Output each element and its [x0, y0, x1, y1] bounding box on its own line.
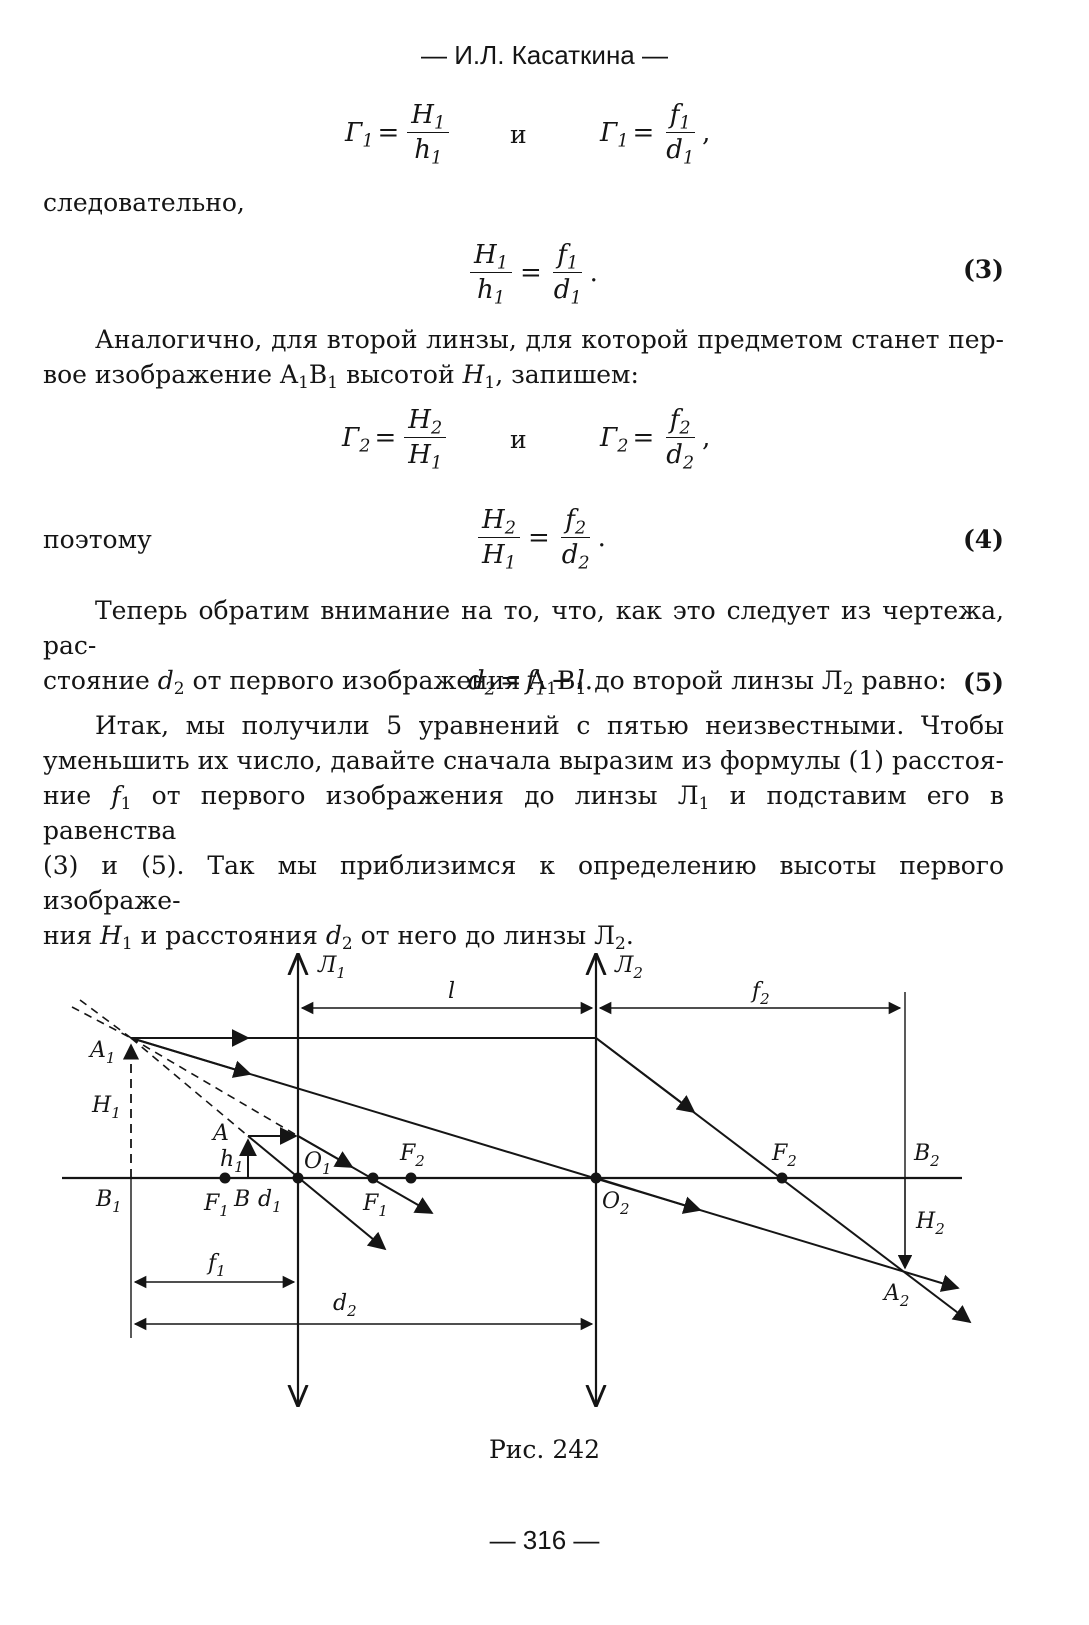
conjunction-and-2: и [510, 425, 527, 454]
label-b2: B2 [913, 1141, 940, 1170]
text-hence: следовательно, [43, 188, 245, 217]
ray-through-o2-arrow2 [595, 1177, 702, 1214]
label-o2: O2 [602, 1189, 630, 1218]
label-a1: A1 [88, 1038, 115, 1067]
point-f1-right [367, 1172, 379, 1184]
label-l: l [448, 979, 455, 1004]
text-therefore: поэтому [43, 525, 152, 554]
equation-number-3: (3) [962, 255, 1004, 284]
equation-number-5: (5) [962, 668, 1004, 697]
label-f2-dim: f2 [750, 979, 770, 1008]
label-o1: O1 [304, 1149, 332, 1178]
label-f2-left: F2 [399, 1141, 425, 1170]
dashed-ray-1 [71, 1006, 132, 1039]
ray-after-lens2-mid [595, 1037, 696, 1114]
ray-through-o2 [130, 1037, 960, 1292]
label-f1-right: F1 [362, 1191, 388, 1220]
ray-through-o2-arrow [130, 1037, 252, 1078]
paragraph-analogous: Аналогично, для второй линзы, для которо… [43, 325, 1004, 394]
label-f1-left: F1 [203, 1191, 229, 1220]
label-b: B [233, 1187, 250, 1212]
ray-lens1-b [247, 1135, 387, 1251]
label-a: A [211, 1121, 229, 1146]
label-lens-1: Л1 [317, 953, 346, 982]
label-lens-2: Л2 [614, 953, 643, 982]
label-h1-small: h1 [220, 1147, 244, 1176]
label-d1: d1 [258, 1187, 282, 1216]
label-d2-dim: d2 [333, 1291, 357, 1320]
page-number: — 316 — [489, 1525, 600, 1555]
label-f2-right: F2 [771, 1141, 797, 1170]
label-b1: B1 [95, 1187, 122, 1216]
label-h2: H2 [915, 1209, 945, 1238]
paragraph-distance: Теперь обратим внимание на то, что, как … [43, 596, 1004, 700]
point-f2-right [776, 1172, 788, 1184]
point-o1 [292, 1172, 304, 1184]
ray-lens1-a-arrow [297, 1135, 354, 1168]
figure-caption: Рис. 242 [488, 1435, 601, 1464]
label-h1: H1 [91, 1093, 121, 1122]
dashed-ray-2 [79, 999, 132, 1039]
dashed-ray-3 [130, 1037, 249, 1137]
point-f2-left [405, 1172, 417, 1184]
point-f1-left [219, 1172, 231, 1184]
equation-5: d2 = f1 + l. [468, 666, 593, 700]
paragraph-five-equations: Итак, мы получили 5 уравнений с пятью не… [43, 711, 1004, 955]
equation-number-4: (4) [962, 525, 1004, 554]
point-o2 [590, 1172, 602, 1184]
running-header: — И.Л. Касаткина — [421, 40, 668, 70]
conjunction-and-1: и [510, 120, 527, 149]
label-f1-dim: f1 [206, 1251, 226, 1280]
label-a2: A2 [882, 1281, 909, 1310]
dashed-ray-4 [130, 1037, 299, 1137]
